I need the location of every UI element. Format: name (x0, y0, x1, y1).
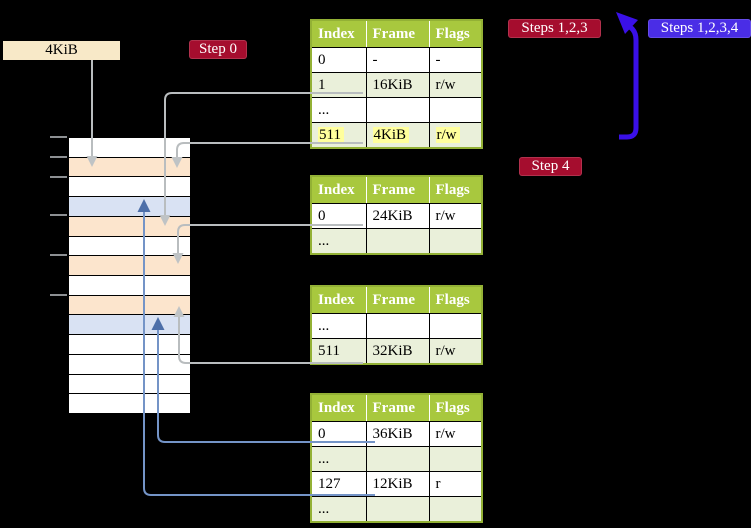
table-row-highlighted: 511 4KiB r/w (311, 122, 482, 148)
column-header: Flags (429, 394, 482, 422)
memory-frame-row (69, 177, 190, 198)
arrow-steps-1-2-3-4 (616, 12, 639, 140)
memory-frame-row (69, 138, 190, 158)
memory-frame-row (69, 157, 190, 178)
memory-frame-row (69, 315, 190, 336)
memory-tick (50, 176, 67, 178)
memory-frame-row (69, 197, 190, 217)
table-header-row: Index Frame Flags (311, 286, 482, 314)
table-row: 511 32KiB r/w (311, 338, 482, 364)
column-header: Index (311, 286, 367, 314)
page-table-3: Index Frame Flags ... 511 32KiB r/w (310, 285, 483, 365)
column-header: Index (311, 394, 367, 422)
highlighted-cell: 4KiB (372, 126, 410, 143)
memory-frame-row (69, 394, 190, 414)
table-row: ... (311, 313, 482, 339)
memory-frame-row (69, 354, 190, 375)
table-header-row: Index Frame Flags (311, 20, 482, 48)
page-table-4: Index Frame Flags 0 36KiB r/w ... 127 12… (310, 393, 483, 523)
memory-frame-row (69, 335, 190, 355)
column-header: Frame (366, 20, 430, 48)
memory-frame-row (69, 374, 190, 395)
physical-memory-column (68, 137, 191, 414)
steps-1-2-3-label: Steps 1,2,3 (508, 19, 601, 38)
table-row: ... (311, 228, 482, 254)
column-header: Frame (366, 176, 430, 204)
memory-tick (50, 254, 67, 256)
column-header: Index (311, 20, 367, 48)
memory-frame-row (69, 256, 190, 277)
column-header: Frame (366, 394, 430, 422)
column-header: Flags (429, 176, 482, 204)
table-header-row: Index Frame Flags (311, 394, 482, 422)
highlighted-cell: r/w (435, 126, 460, 143)
column-header: Index (311, 176, 367, 204)
table-row: 0 24KiB r/w (311, 203, 482, 229)
highlighted-cell: 511 (318, 126, 344, 143)
column-header: Flags (429, 20, 482, 48)
step-4-label: Step 4 (519, 157, 582, 176)
memory-frame-row (69, 295, 190, 316)
memory-frame-row (69, 236, 190, 257)
memory-tick (50, 294, 67, 296)
memory-frame-row (69, 216, 190, 237)
memory-frame-row (69, 276, 190, 296)
memory-tick (50, 214, 67, 216)
page-table-2: Index Frame Flags 0 24KiB r/w ... (310, 175, 483, 255)
memory-tick (50, 156, 67, 158)
table-row: 0 - - (311, 47, 482, 73)
table-row: 127 12KiB r (311, 471, 482, 497)
table-row: 0 36KiB r/w (311, 421, 482, 447)
page-table-1: Index Frame Flags 0 - - 1 16KiB r/w ... … (310, 19, 483, 149)
memory-size-label: 4KiB (3, 41, 120, 60)
column-header: Flags (429, 286, 482, 314)
table-row: ... (311, 496, 482, 522)
table-header-row: Index Frame Flags (311, 176, 482, 204)
table-row: ... (311, 97, 482, 123)
steps-1-2-3-4-label: Steps 1,2,3,4 (648, 19, 751, 38)
column-header: Frame (366, 286, 430, 314)
table-row: ... (311, 446, 482, 472)
step-0-label: Step 0 (189, 40, 247, 59)
table-row: 1 16KiB r/w (311, 72, 482, 98)
memory-tick (50, 136, 67, 138)
